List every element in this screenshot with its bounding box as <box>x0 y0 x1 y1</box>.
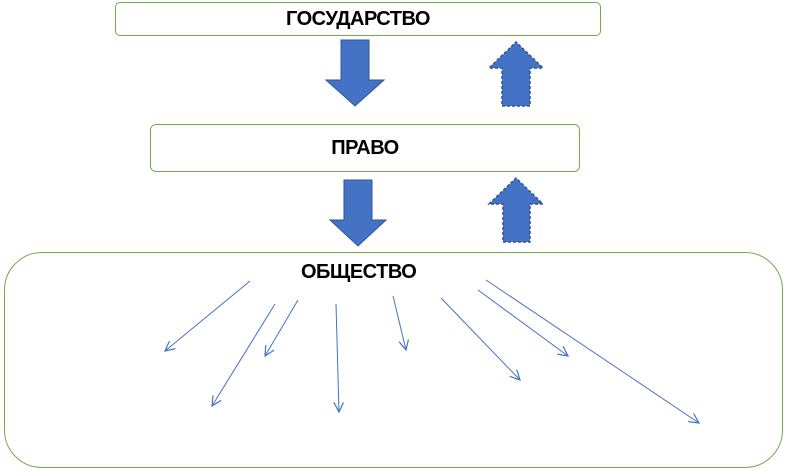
arrow-up-society-to-law <box>487 176 545 243</box>
thin-arrow-3 <box>265 299 299 356</box>
thin-arrow-6 <box>440 297 520 380</box>
society-label: ОБЩЕСТВО <box>301 261 417 283</box>
law-label: ПРАВО <box>331 137 399 159</box>
state-box: ГОСУДАРСТВО <box>115 2 601 36</box>
arrow-down-state-to-law <box>324 39 386 107</box>
law-box: ПРАВО <box>150 124 580 172</box>
arrow-up-law-to-state <box>487 40 545 107</box>
thin-arrow-5 <box>392 295 406 350</box>
thin-arrow-8 <box>485 279 699 423</box>
thin-arrow-2 <box>212 303 276 406</box>
thin-arrow-1 <box>165 280 251 351</box>
arrow-down-law-to-society <box>328 179 388 247</box>
state-label: ГОСУДАРСТВО <box>286 8 430 30</box>
thin-arrow-7 <box>477 289 568 356</box>
society-box: ОБЩЕСТВО <box>4 252 783 468</box>
thin-arrow-4 <box>336 303 339 412</box>
